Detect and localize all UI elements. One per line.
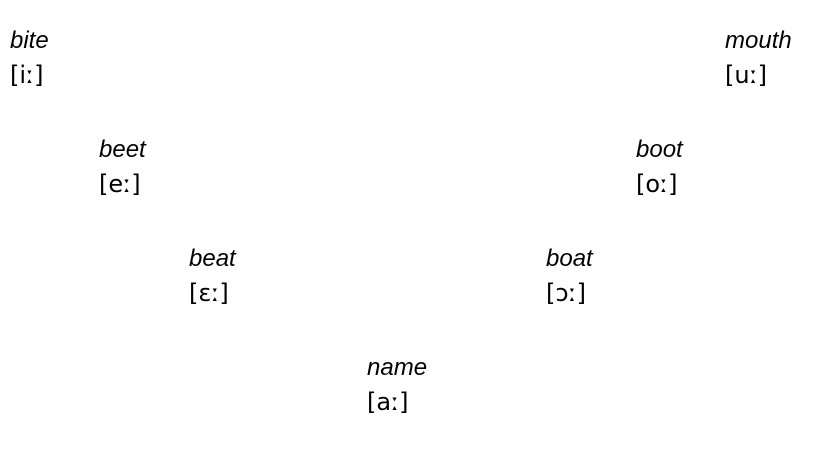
vowel-ipa: [ɛː] xyxy=(189,279,229,307)
vowel-word: mouth xyxy=(725,27,792,54)
vowel-ipa: [eː] xyxy=(99,170,141,198)
vowel-ipa: [iː] xyxy=(10,61,44,89)
vowel-ipa: [uː] xyxy=(725,61,768,89)
vowel-ipa: [ɔː] xyxy=(546,279,586,307)
vowel-ipa: [aː] xyxy=(367,388,409,416)
vowel-word: beet xyxy=(99,136,146,163)
vowel-boat: boat [ɔː] xyxy=(546,244,593,308)
vowel-boot: boot [oː] xyxy=(636,135,683,199)
vowel-ipa: [oː] xyxy=(636,170,678,198)
vowel-name: name [aː] xyxy=(367,353,427,417)
vowel-word: boat xyxy=(546,245,593,272)
vowel-beat: beat [ɛː] xyxy=(189,244,236,308)
vowel-bite: bite [iː] xyxy=(10,26,49,90)
vowel-mouth: mouth [uː] xyxy=(725,26,792,90)
vowel-word: bite xyxy=(10,27,49,54)
vowel-word: name xyxy=(367,354,428,381)
vowel-beet: beet [eː] xyxy=(99,135,146,199)
vowel-word: boot xyxy=(636,136,683,163)
vowel-word: beat xyxy=(189,245,236,272)
